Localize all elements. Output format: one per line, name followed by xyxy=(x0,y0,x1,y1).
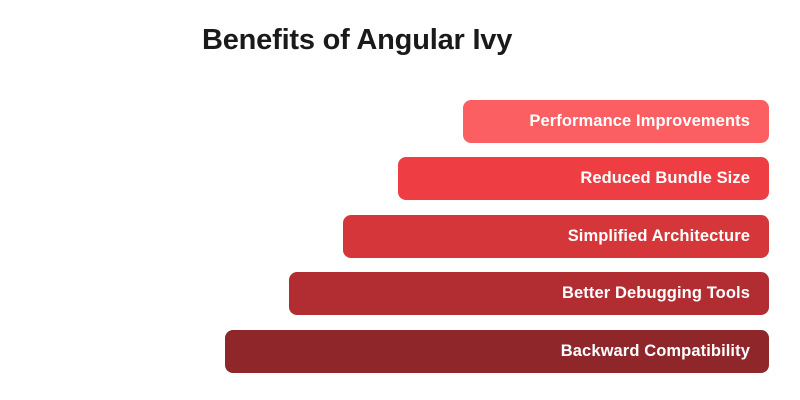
bar-better-debugging-tools: Better Debugging Tools xyxy=(289,272,769,315)
bar-label: Performance Improvements xyxy=(529,112,750,130)
bar-label: Simplified Architecture xyxy=(567,227,750,245)
bar-reduced-bundle-size: Reduced Bundle Size xyxy=(398,157,769,200)
bar-label: Reduced Bundle Size xyxy=(580,169,750,187)
page-title: Benefits of Angular Ivy xyxy=(202,24,513,56)
bar-performance-improvements: Performance Improvements xyxy=(463,100,769,143)
bar-label: Better Debugging Tools xyxy=(562,284,750,302)
bar-backward-compatibility: Backward Compatibility xyxy=(225,330,769,373)
bar-label: Backward Compatibility xyxy=(560,342,750,360)
bar-simplified-architecture: Simplified Architecture xyxy=(343,215,769,258)
